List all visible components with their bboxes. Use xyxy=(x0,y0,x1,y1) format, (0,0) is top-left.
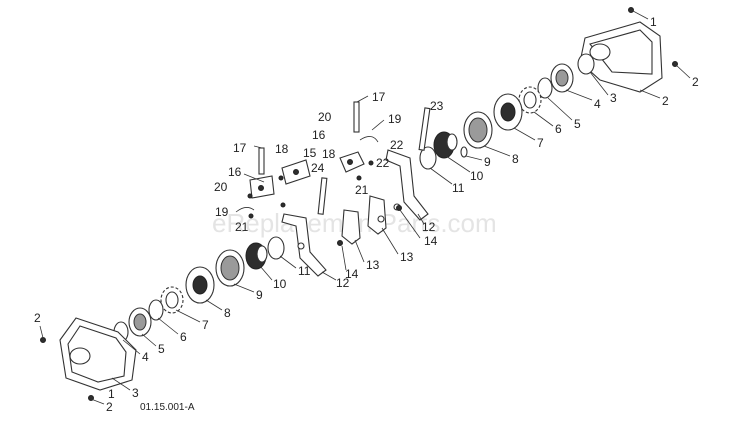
callout-2: 1 xyxy=(650,15,657,29)
callout-21: 21 xyxy=(355,183,369,197)
nut-22-top xyxy=(368,160,374,166)
callout-7: 7 xyxy=(537,136,544,150)
callout-13: 13 xyxy=(366,258,380,272)
callout-17: 17 xyxy=(372,90,386,104)
callout-1: 1 xyxy=(108,387,115,401)
bearing-7-top xyxy=(493,93,523,131)
washer-11-bottom xyxy=(267,236,285,260)
bracket-13-mid xyxy=(341,209,361,245)
callout-11: 11 xyxy=(452,181,465,195)
hub-10-bottom xyxy=(245,242,268,270)
callout-5: 5 xyxy=(574,117,581,131)
pin-17-top xyxy=(353,101,360,133)
screw-21-top xyxy=(356,175,362,181)
callout-10: 10 xyxy=(273,277,287,291)
callout-18: 18 xyxy=(275,142,289,156)
callout-20: 20 xyxy=(214,180,228,194)
callout-18: 18 xyxy=(322,147,336,161)
callout-24: 24 xyxy=(311,161,325,175)
shaft-23-left xyxy=(317,177,328,215)
callout-22: 22 xyxy=(376,156,390,170)
drawing-code: 01.15.001-A xyxy=(140,402,195,413)
ring-5-bottom xyxy=(148,299,164,321)
callout-12: 12 xyxy=(336,276,350,290)
callout-4: 4 xyxy=(594,97,601,111)
shaft-23-top xyxy=(418,107,431,151)
callout-19: 19 xyxy=(388,112,402,126)
callout-2: 2 xyxy=(34,311,41,325)
lever-16-left xyxy=(249,175,275,199)
callout-1: 2 xyxy=(662,94,669,108)
callout-11: 11 xyxy=(298,264,311,278)
screw-2-left xyxy=(40,337,46,343)
gear-6-top xyxy=(518,86,542,114)
pin-9-top xyxy=(460,146,468,158)
screw-21-left xyxy=(248,213,254,219)
housing-bottom-left xyxy=(59,317,137,391)
callout-2: 2 xyxy=(692,75,699,89)
callout-6: 6 xyxy=(555,122,562,136)
pin-20-left xyxy=(247,193,253,199)
gear-4-top xyxy=(550,63,574,93)
drum-8-top xyxy=(463,111,493,149)
callout-2: 2 xyxy=(106,400,113,414)
callout-16: 16 xyxy=(228,165,242,179)
callout-6: 6 xyxy=(180,330,187,344)
callout-13: 13 xyxy=(400,250,414,264)
plate-15 xyxy=(281,159,311,185)
callout-20: 20 xyxy=(318,110,332,124)
screw-14-bottom xyxy=(337,240,343,246)
callout-10: 10 xyxy=(470,169,484,183)
callout-12: 12 xyxy=(422,220,436,234)
callout-7: 7 xyxy=(202,318,209,332)
bracket-12-bottom xyxy=(281,213,327,277)
nut-22-left xyxy=(280,202,286,208)
spring-19-top xyxy=(359,136,379,143)
housing-top-right xyxy=(579,21,663,93)
callout-9: 9 xyxy=(256,288,263,302)
callout-9: 9 xyxy=(484,155,491,169)
ring-5-top xyxy=(537,77,553,99)
callout-3: 3 xyxy=(132,386,139,400)
callout-5: 5 xyxy=(158,342,165,356)
callout-21: 21 xyxy=(235,220,249,234)
hub-10-top xyxy=(433,131,458,159)
gear-4-bottom xyxy=(128,307,152,337)
callout-19: 19 xyxy=(215,205,229,219)
leader-lines xyxy=(39,10,691,405)
bracket-13-top xyxy=(367,195,387,235)
callout-8: 8 xyxy=(512,152,519,166)
callout-14: 14 xyxy=(424,234,438,248)
ring-3-top xyxy=(577,53,595,75)
nut-18-left xyxy=(278,175,284,181)
callout-16: 16 xyxy=(312,128,326,142)
gear-6-bottom xyxy=(160,286,184,314)
callout-17: 17 xyxy=(233,141,247,155)
spring-19-left xyxy=(235,207,255,213)
callout-4: 4 xyxy=(142,350,149,364)
bearing-7-bottom xyxy=(185,266,215,304)
callout-14: 14 xyxy=(345,267,359,281)
callout-22: 22 xyxy=(390,138,404,152)
washer-11-top xyxy=(419,146,437,170)
callout-23: 23 xyxy=(430,99,444,113)
callout-labels: 1 2 2 3 4 5 6 7 8 9 10 11 23 22 12 14 13… xyxy=(34,15,699,414)
screw-2-top xyxy=(628,7,634,13)
callout-3: 3 xyxy=(610,91,617,105)
pin-17-left xyxy=(258,147,265,175)
screw-14-top xyxy=(396,205,402,211)
drum-8-bottom xyxy=(215,249,245,287)
callout-8: 8 xyxy=(224,306,231,320)
lever-24-top xyxy=(339,151,365,173)
callout-15: 15 xyxy=(303,146,317,160)
